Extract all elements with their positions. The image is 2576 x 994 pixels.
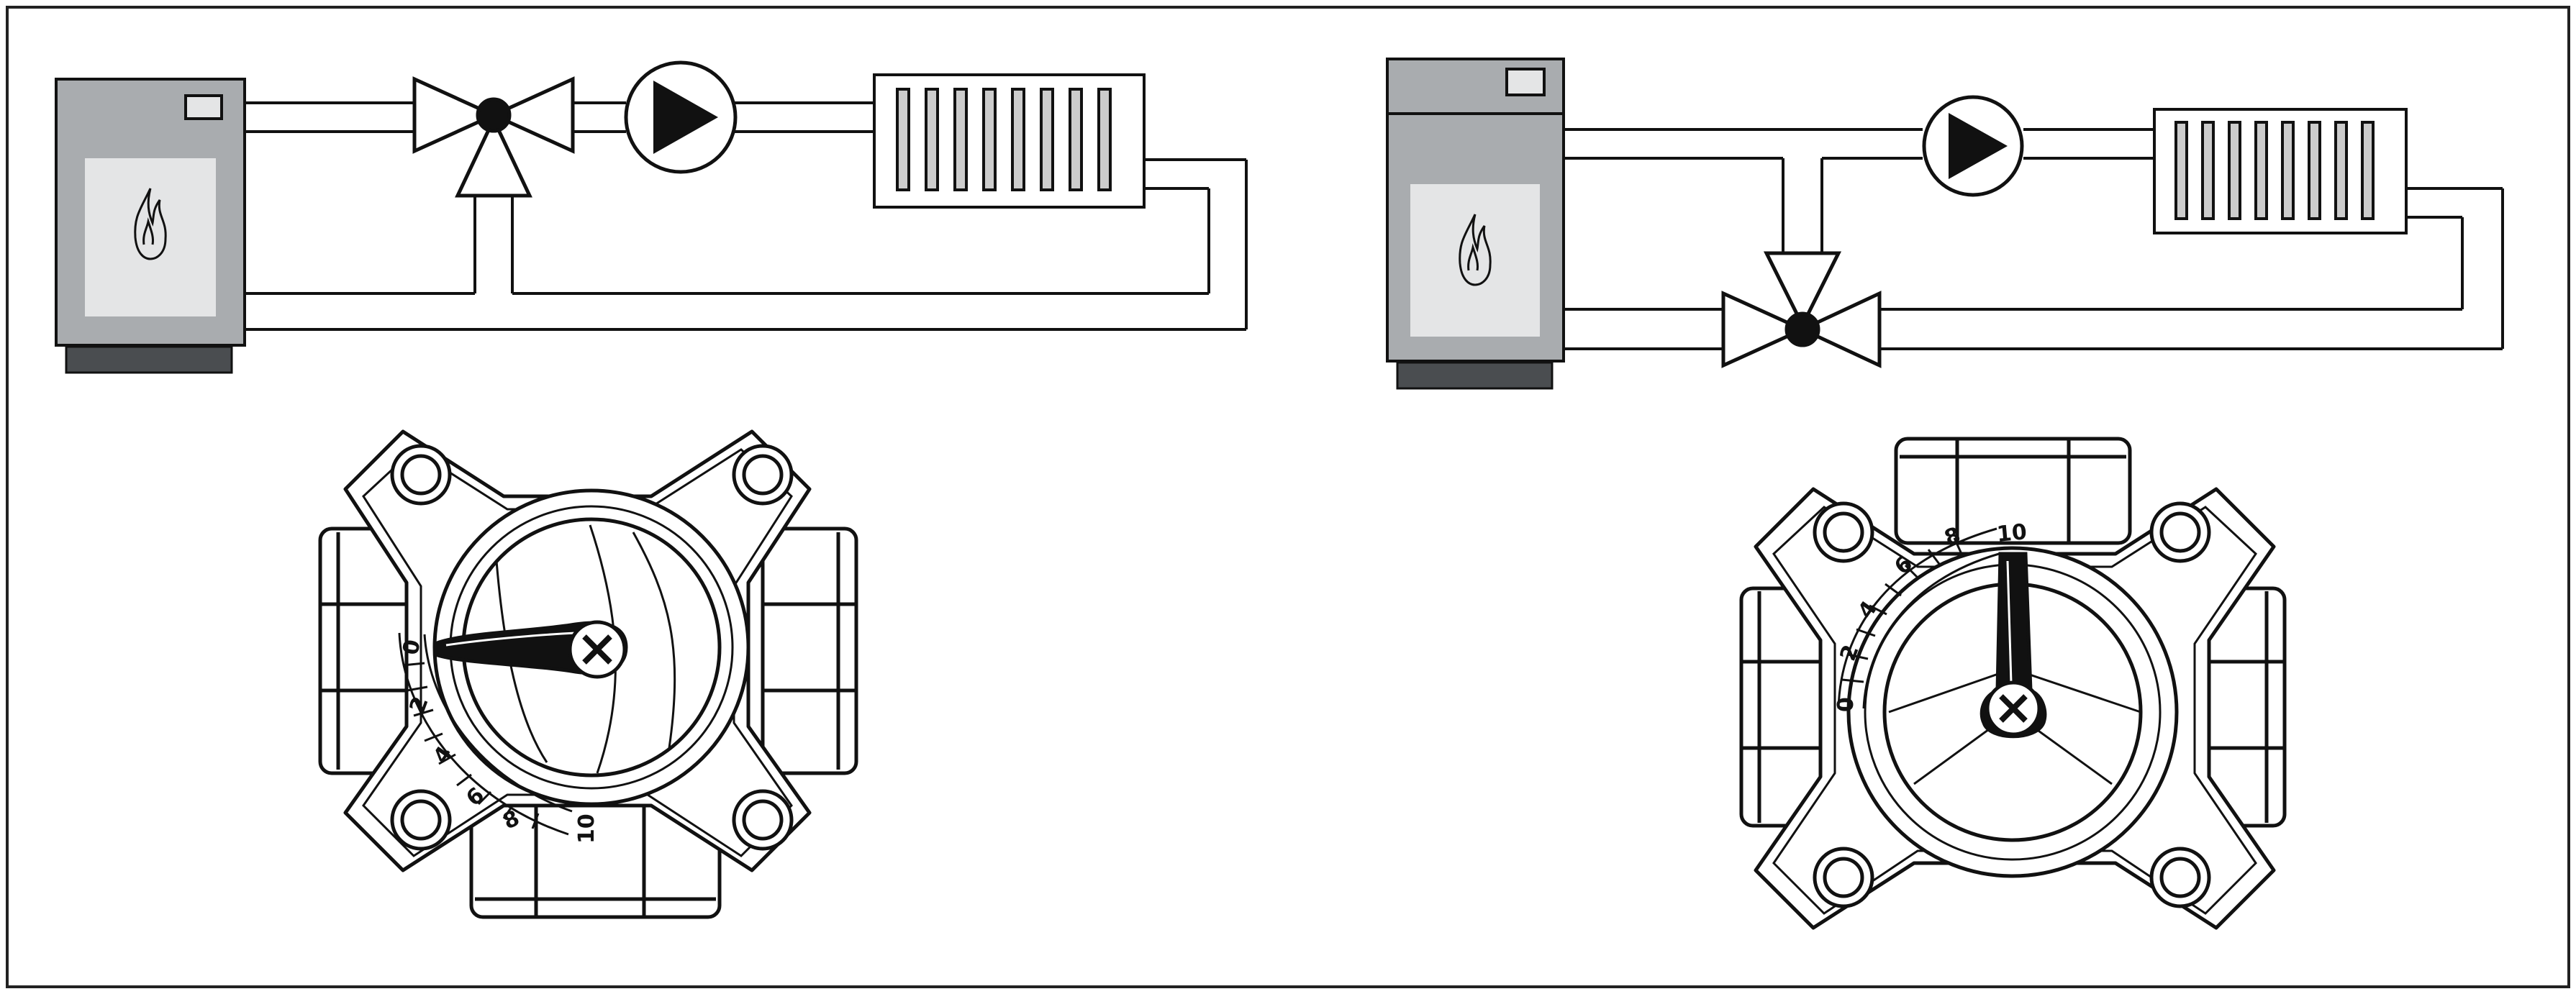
left-three-way-valve-icon	[412, 76, 575, 198]
left-pump-icon	[624, 60, 738, 174]
left-dial-scale	[398, 632, 573, 836]
boiler-flame-icon	[134, 188, 167, 260]
right-radiator-icon	[2153, 108, 2408, 234]
left-boiler	[55, 78, 246, 374]
right-dial-scale	[1837, 527, 2000, 709]
right-three-way-valve-icon	[1721, 251, 1882, 368]
dial-label-10: 10	[1996, 519, 2028, 547]
right-boiler	[1386, 58, 1565, 390]
left-mixing-valve-drawing	[318, 429, 858, 919]
dial-label-10: 10	[574, 813, 599, 844]
right-heating-schematic	[1564, 128, 2504, 350]
right-pump-icon	[1922, 95, 2024, 197]
left-heating-schematic	[246, 101, 1248, 331]
dial-label-0: 0	[1833, 697, 1859, 712]
boiler-flame-icon	[1459, 214, 1492, 286]
left-radiator-icon	[873, 73, 1146, 209]
right-mixing-valve-drawing	[1739, 437, 2287, 930]
